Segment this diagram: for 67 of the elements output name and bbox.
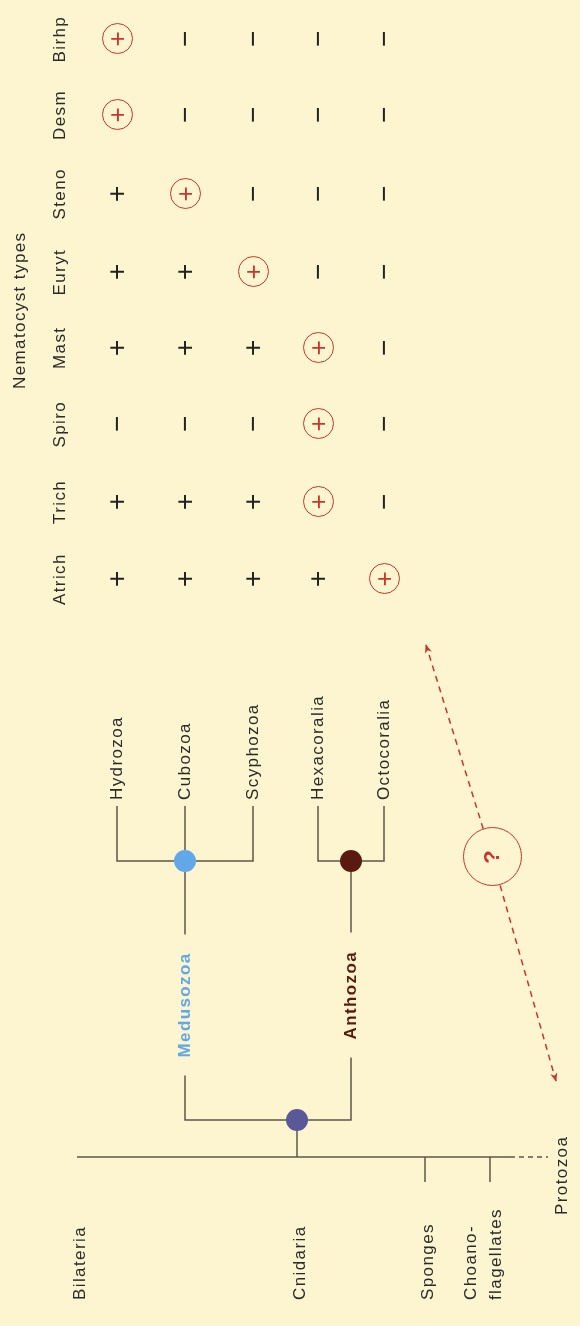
table-title: Nematocyst types (10, 231, 30, 389)
tree-branch (116, 805, 175, 862)
taxon-label: Choano- flagellates (460, 1207, 506, 1300)
table-entry: + (103, 570, 131, 587)
table-entry: + (171, 339, 199, 356)
taxon-label: Cubozoa (173, 716, 197, 806)
tree-branch (184, 805, 186, 851)
table-entry: − (239, 185, 267, 202)
table-entry: − (370, 339, 398, 356)
table-entry: + (171, 570, 199, 587)
column-header: Atrich (50, 553, 70, 605)
taxon-label: Sponges (418, 1223, 438, 1300)
taxon-label: Cnidaria (290, 1225, 310, 1300)
table-entry: + (304, 570, 332, 587)
node-dot (286, 1109, 308, 1131)
column-header: Birhp (50, 15, 70, 63)
table-entry: − (304, 263, 332, 280)
node-dot (174, 850, 196, 872)
table-entry: − (239, 30, 267, 47)
taxon-label: Bilateria (70, 1225, 90, 1300)
column-header: Desm (50, 90, 70, 140)
table-entry: − (370, 415, 398, 432)
table-entry: + (171, 493, 199, 510)
table-entry: − (239, 415, 267, 432)
table-entry: − (370, 185, 398, 202)
tree-branch (195, 805, 254, 862)
table-entry: − (171, 30, 199, 47)
table-entry: − (239, 106, 267, 123)
clade-label: Medusozoa (173, 934, 197, 1076)
dashed-arrow (424, 644, 484, 830)
table-entry: − (304, 185, 332, 202)
table-entry: + (239, 493, 267, 510)
table-entry: + (103, 493, 131, 510)
tree-branch (307, 1056, 352, 1121)
node-dot (340, 850, 362, 872)
table-entry: + (239, 339, 267, 356)
table-entry: − (304, 30, 332, 47)
clade-label: Anthozoa (339, 932, 363, 1058)
table-entry: + (171, 263, 199, 280)
column-header: Steno (50, 168, 70, 220)
dashed-arrow (499, 884, 558, 1082)
tree-branch (317, 805, 341, 862)
table-entry: + (103, 185, 131, 202)
taxon-label: Hexacoralia (306, 688, 330, 806)
tree-branch (184, 871, 186, 936)
table-entry: + (103, 339, 131, 356)
table-entry: − (103, 415, 131, 432)
taxon-label: Scyphozoa (241, 697, 265, 806)
taxon-label: Octocoralia (372, 692, 396, 806)
table-entry: − (171, 415, 199, 432)
table-entry: − (370, 30, 398, 47)
column-header: Spiro (50, 400, 70, 448)
taxon-label: Protozoa (552, 1135, 572, 1215)
column-header: Euryt (50, 248, 70, 296)
table-entry: − (171, 106, 199, 123)
column-header: Mast (50, 326, 70, 369)
table-entry: − (370, 263, 398, 280)
table-entry: + (103, 263, 131, 280)
table-entry: + (239, 570, 267, 587)
taxon-label: Hydrozoa (105, 710, 129, 806)
table-entry: − (370, 106, 398, 123)
table-entry: − (304, 106, 332, 123)
tree-branch (350, 871, 352, 934)
tree-branch (361, 805, 385, 862)
table-entry: − (370, 493, 398, 510)
tree-branch (184, 1074, 287, 1121)
column-header: Trich (50, 479, 70, 524)
